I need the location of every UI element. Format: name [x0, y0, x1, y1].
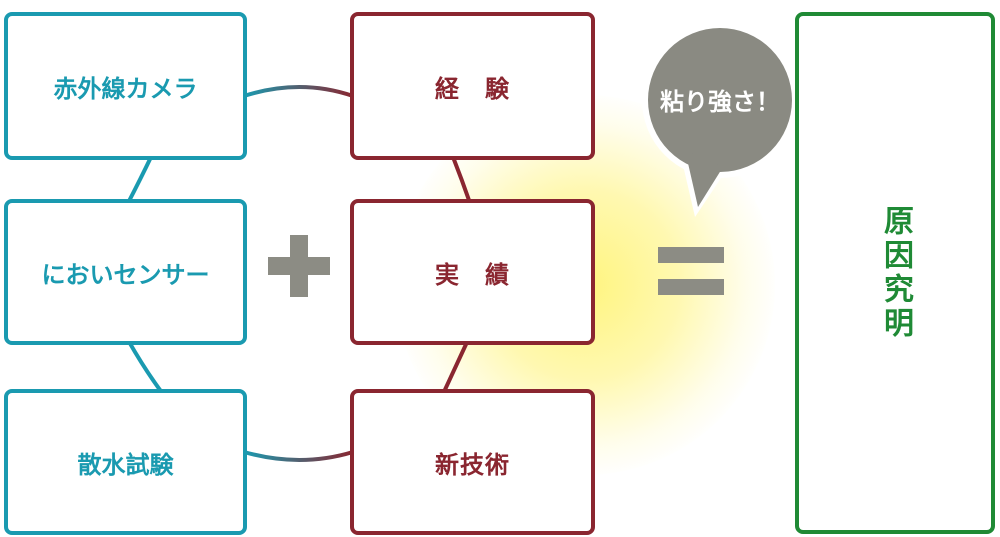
- method-box-water-test: 散水試験: [4, 389, 247, 535]
- connector-top-cross: [243, 85, 354, 98]
- method-label: 散水試験: [77, 450, 174, 479]
- method-label: においセンサー: [41, 260, 210, 289]
- equals-icon: [658, 247, 724, 295]
- method-box-infrared-camera: 赤外線カメラ: [4, 12, 247, 160]
- strength-label: 実 績: [435, 260, 510, 289]
- strength-box-track-record: 実 績: [350, 199, 595, 345]
- speech-bubble-text: 粘り強さ！: [660, 88, 780, 116]
- result-box: 原因究明: [795, 12, 995, 534]
- method-label: 赤外線カメラ: [53, 74, 198, 103]
- strength-box-experience: 経 験: [350, 12, 595, 160]
- strength-box-new-technology: 新技術: [350, 389, 595, 535]
- strength-label: 経 験: [435, 74, 510, 103]
- connector-left-top: [126, 154, 154, 204]
- plus-icon: [268, 235, 330, 297]
- connector-mid-bottom: [441, 339, 470, 395]
- result-label: 原因究明: [878, 205, 913, 341]
- connector-mid-top: [451, 156, 472, 204]
- method-box-odor-sensor: においセンサー: [4, 199, 247, 345]
- speech-bubble: [642, 22, 798, 217]
- connector-left-bottom: [126, 339, 165, 396]
- connector-bottom-cross: [243, 450, 354, 462]
- strength-label: 新技術: [435, 450, 510, 479]
